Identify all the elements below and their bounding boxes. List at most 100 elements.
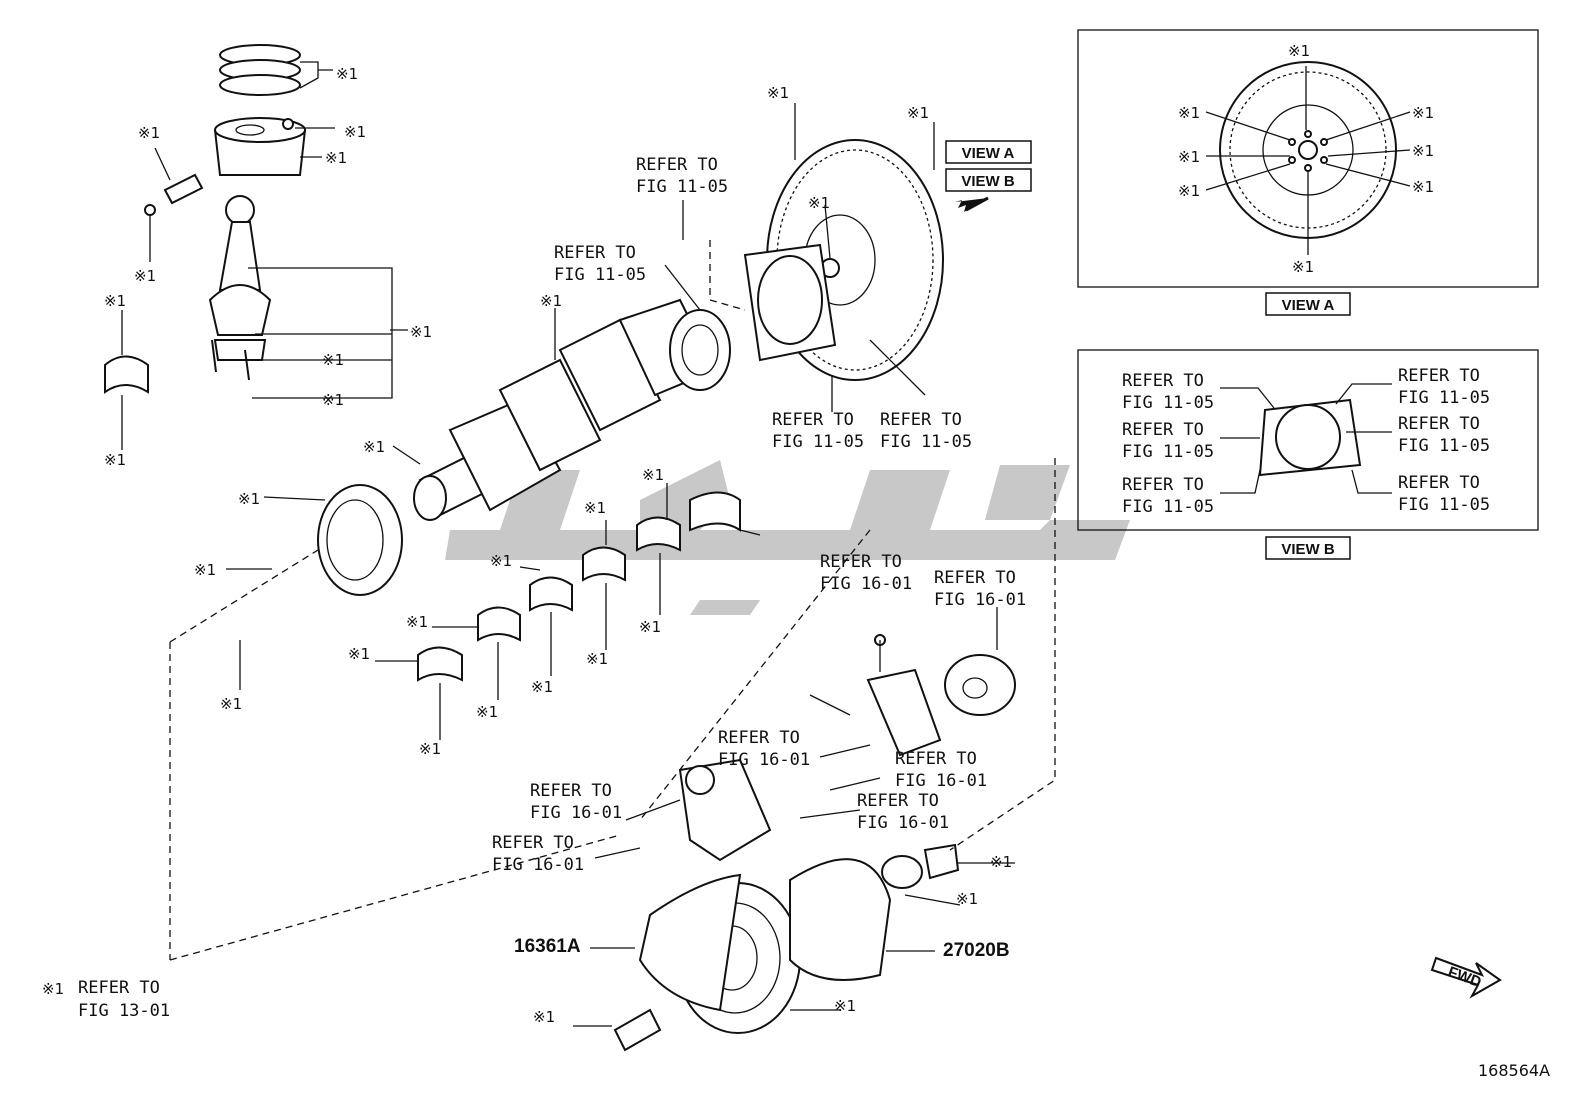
refer-label: REFER TO	[554, 243, 636, 263]
marker: ※1	[322, 351, 344, 369]
refer-label: FIG 16-01	[530, 803, 622, 823]
idler-pulley	[944, 654, 1016, 716]
marker: ※1	[104, 292, 126, 310]
marker: ※1	[238, 490, 260, 508]
refer-label: FIG 11-05	[1398, 495, 1490, 515]
marker: ※1	[990, 853, 1012, 871]
view-b-tag[interactable]: VIEW B	[945, 168, 1032, 192]
crankshaft-leaders	[392, 200, 701, 465]
marker: ※1	[767, 84, 789, 102]
drive-belts	[638, 858, 892, 1012]
part-number-belt-b[interactable]: 27020B	[943, 940, 1010, 961]
marker: ※1	[1412, 104, 1434, 122]
rod-bearing-left	[104, 355, 149, 394]
marker: ※1	[476, 703, 498, 721]
marker: ※1	[907, 104, 929, 122]
refer-label: FIG 16-01	[718, 750, 810, 770]
piston-leaders	[121, 61, 408, 450]
refer-label: FIG 11-05	[1122, 393, 1214, 413]
refer-label: REFER TO	[636, 155, 718, 175]
refer-label: REFER TO	[1122, 475, 1204, 495]
refer-label: FIG 16-01	[934, 590, 1026, 610]
refer-label: REFER TO	[1122, 420, 1204, 440]
marker: ※1	[42, 980, 64, 998]
svg-text:VIEW B: VIEW B	[961, 173, 1015, 190]
marker: ※1	[834, 997, 856, 1015]
refer-label: FIG 11-05	[636, 177, 728, 197]
belt-tensioner	[678, 758, 772, 862]
marker: ※1	[586, 650, 608, 668]
refer-label: REFER TO	[1398, 366, 1480, 386]
refer-label: FIG 11-05	[1122, 497, 1214, 517]
marker: ※1	[540, 292, 562, 310]
refer-label: FIG 16-01	[492, 855, 584, 875]
marker: ※1	[344, 123, 366, 141]
refer-label: REFER TO	[1122, 371, 1204, 391]
belt-leaders	[169, 458, 1056, 1027]
marker: ※1	[1412, 178, 1434, 196]
idler-bracket	[866, 634, 942, 757]
piston	[213, 117, 307, 176]
marker: ※1	[1412, 142, 1434, 160]
marker: ※1	[322, 391, 344, 409]
marker: ※1	[325, 149, 347, 167]
refer-label: REFER TO	[895, 749, 977, 769]
marker: ※1	[1288, 42, 1310, 60]
marker: ※1	[419, 740, 441, 758]
refer-label: FIG 16-01	[857, 813, 949, 833]
refer-label: FIG 11-05	[1398, 388, 1490, 408]
marker: ※1	[642, 466, 664, 484]
pulley-bolt	[613, 1008, 662, 1052]
refer-label: REFER TO	[718, 728, 800, 748]
refer-label: FIG 11-05	[554, 265, 646, 285]
refer-label: REFER TO	[880, 410, 962, 430]
refer-label: REFER TO	[492, 833, 574, 853]
view-a-title: VIEW A	[1265, 292, 1351, 316]
refer-label: REFER TO	[934, 568, 1016, 588]
refer-labels[interactable]: REFER TO FIG 11-05 REFER TO FIG 11-05 RE…	[78, 155, 1490, 1021]
marker: ※1	[410, 323, 432, 341]
refer-label: FIG 11-05	[772, 432, 864, 452]
piston-pin	[144, 118, 294, 216]
refer-label: REFER TO	[857, 791, 939, 811]
marker: ※1	[1178, 104, 1200, 122]
bearing-leaders	[375, 483, 761, 740]
marker: ※1	[808, 194, 830, 212]
view-a-tag[interactable]: VIEW A	[945, 140, 1032, 164]
drive-plate-leaders	[169, 496, 326, 960]
marker: ※1	[336, 65, 358, 83]
marker: ※1	[1178, 148, 1200, 166]
part-number-belt-a[interactable]: 16361A	[514, 936, 581, 957]
marker: ※1	[533, 1008, 555, 1026]
refer-label: REFER TO	[772, 410, 854, 430]
drive-plate	[317, 484, 403, 596]
diagram-id: 168564A	[1478, 1061, 1550, 1080]
refer-label: REFER TO	[820, 552, 902, 572]
view-a-panel	[1077, 29, 1539, 288]
refer-label: FIG 11-05	[880, 432, 972, 452]
piston-rings	[219, 44, 301, 96]
marker: ※1	[584, 499, 606, 517]
refer-label: FIG 11-05	[1122, 442, 1214, 462]
refer-label: REFER TO	[1398, 473, 1480, 493]
crankshaft	[413, 298, 731, 521]
marker: ※1	[406, 613, 428, 631]
svg-text:VIEW A: VIEW A	[1282, 297, 1335, 314]
flywheel-leaders	[709, 103, 935, 412]
refer-label: FIG 13-01	[78, 1001, 170, 1021]
refer-label: REFER TO	[78, 978, 160, 998]
marker: ※1	[639, 618, 661, 636]
marker: ※1	[138, 124, 160, 142]
svg-text:VIEW B: VIEW B	[1281, 541, 1335, 558]
marker: ※1	[363, 438, 385, 456]
marker-labels: ※1 ※1 ※1 ※1 ※1 ※1 ※1 ※1 ※1 ※1 ※1 ※1 ※1 ※…	[42, 42, 1434, 1026]
marker: ※1	[220, 695, 242, 713]
connecting-rod	[208, 195, 272, 381]
view-arrow-icon	[955, 196, 989, 212]
svg-text:VIEW A: VIEW A	[962, 145, 1015, 162]
marker: ※1	[194, 561, 216, 579]
marker: ※1	[1178, 182, 1200, 200]
rear-oil-seal-retainer	[743, 243, 837, 362]
